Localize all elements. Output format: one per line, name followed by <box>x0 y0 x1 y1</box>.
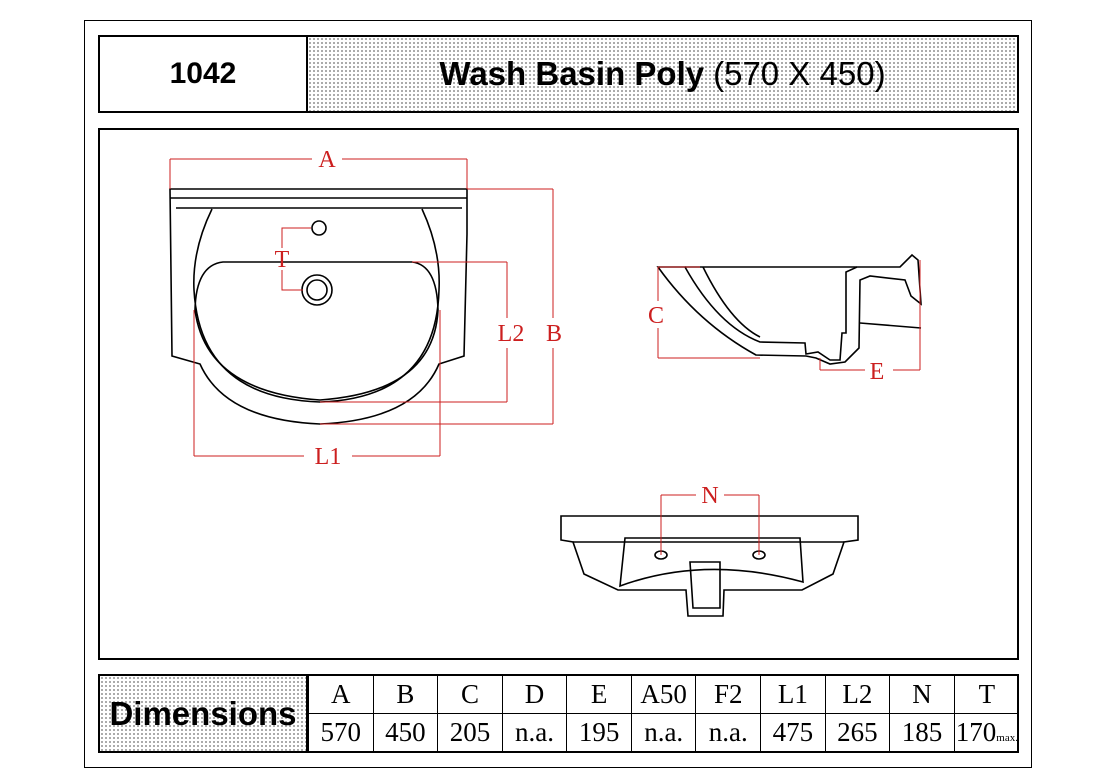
side-view-outline <box>656 253 922 365</box>
dim-value-l2: 265 <box>824 713 891 751</box>
dim-key-e: E <box>566 676 632 714</box>
header: 1042 Wash Basin Poly (570 X 450) <box>98 35 1019 113</box>
product-title: Wash Basin Poly (570 X 450) <box>308 37 1017 111</box>
dim-value-e: 195 <box>566 713 632 751</box>
front-view-outline <box>560 515 859 617</box>
front-view <box>560 515 859 617</box>
side-view-dimensions <box>657 260 921 371</box>
dim-key-l1: L1 <box>760 676 826 714</box>
dimensions-table: Dimensions A B C D E A50 F2 L1 L2 N T 57… <box>98 674 1019 753</box>
technical-drawing: A B L2 L1 T C E <box>98 128 1019 660</box>
dim-key-b: B <box>372 676 439 714</box>
drain-hole <box>306 279 328 301</box>
product-name: Wash Basin Poly <box>439 55 705 92</box>
dim-t-line-bottom <box>281 270 303 291</box>
dim-key-t: T <box>953 676 1019 714</box>
side-view-wall-line <box>859 322 922 329</box>
dim-key-c: C <box>437 676 503 714</box>
top-view-outline <box>169 188 468 425</box>
dim-value-f2: n.a. <box>695 713 762 751</box>
dimensions-values-row: 570 450 205 n.a. 195 n.a. n.a. 475 265 1… <box>308 713 1019 751</box>
drawing-canvas: A B L2 L1 T C E <box>169 147 922 617</box>
dim-value-a50: n.a. <box>630 713 697 751</box>
side-view-inner-curve <box>702 266 761 338</box>
side-view <box>656 253 922 365</box>
dim-value-n: 185 <box>889 713 955 751</box>
model-number: 1042 <box>100 37 308 111</box>
label-l2: L2 <box>498 321 525 347</box>
tap-hole <box>311 220 327 236</box>
dim-value-t-suffix: max. <box>996 732 1018 744</box>
dim-value-d: n.a. <box>501 713 568 751</box>
label-n: N <box>701 483 718 509</box>
dim-key-n: N <box>889 676 955 714</box>
dim-key-d: D <box>501 676 568 714</box>
dim-key-l2: L2 <box>824 676 891 714</box>
dim-key-a: A <box>308 676 374 714</box>
dim-key-f2: F2 <box>695 676 762 714</box>
front-view-basin <box>619 537 804 588</box>
sheet-frame <box>84 20 1032 768</box>
dim-value-a: 570 <box>308 713 374 751</box>
label-a: A <box>318 147 336 173</box>
front-view-drain <box>689 561 721 609</box>
label-t: T <box>275 247 290 273</box>
dim-t-line-top <box>281 227 311 248</box>
dim-value-l1: 475 <box>760 713 826 751</box>
product-size: (570 X 450) <box>713 55 886 92</box>
top-view-bowl-inner <box>194 261 439 401</box>
dim-key-a50: A50 <box>630 676 697 714</box>
dim-value-t: 170 <box>955 717 997 747</box>
dim-value-t-cell: 170max. <box>953 713 1019 751</box>
label-c: C <box>648 303 664 329</box>
top-view <box>169 188 468 425</box>
dimensions-keys-row: A B C D E A50 F2 L1 L2 N T <box>308 676 1019 714</box>
label-b: B <box>546 321 562 347</box>
dim-value-c: 205 <box>437 713 503 751</box>
dimensions-grid: A B C D E A50 F2 L1 L2 N T 570 450 205 n… <box>308 676 1019 751</box>
top-view-dimensions <box>169 158 554 457</box>
label-l1: L1 <box>315 444 342 470</box>
label-e: E <box>870 359 885 385</box>
dim-value-b: 450 <box>372 713 439 751</box>
dimensions-title: Dimensions <box>100 676 308 751</box>
front-view-dimensions <box>660 494 760 555</box>
